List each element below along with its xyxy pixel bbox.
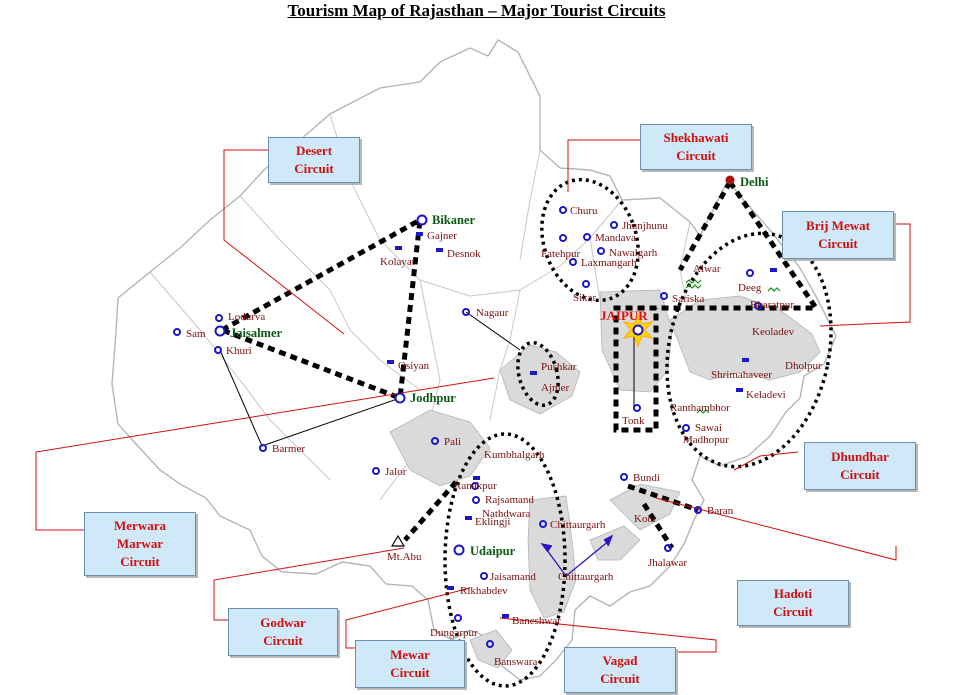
label-mandava: Mandava <box>595 232 636 244</box>
delhi-marker <box>725 175 735 185</box>
desert-circuit-box: Desert Circuit <box>268 137 360 183</box>
label-alwar: Alwar <box>693 263 721 275</box>
jaipur-marker <box>632 324 644 336</box>
label-laxmangarh: Laxmangarh <box>581 257 637 269</box>
label-chittaurgarh-1: Chittaurgarh <box>550 519 606 531</box>
merwara-marwar-circuit-label: Merwara Marwar Circuit <box>114 518 166 569</box>
label-kolayat: Kolayat <box>380 256 415 268</box>
label-osiyan: Osiyan <box>398 360 430 372</box>
merwara-marwar-circuit-box: Merwara Marwar Circuit <box>84 512 196 576</box>
label-gajner: Gajner <box>427 230 457 242</box>
major-city-markers <box>214 214 465 556</box>
label-rajsamand: Rajsamand <box>485 494 534 506</box>
label-sariska: Sariska <box>672 293 705 305</box>
label-jaipur: JAIPUR <box>600 308 648 323</box>
mewar-circuit-box: Mewar Circuit <box>355 640 465 688</box>
label-shrimahaveer: Shrimahaveer <box>711 369 772 381</box>
delhi-jaipur-route <box>677 180 733 272</box>
shekhawati-circuit-box: Shekhawati Circuit <box>640 124 752 170</box>
label-barmer: Barmer <box>272 443 305 455</box>
label-baneshwar: Baneshwar <box>512 615 561 627</box>
dhundhar-circuit-label: Dhundhar Circuit <box>831 449 889 482</box>
label-jodhpur: Jodhpur <box>410 391 456 405</box>
label-madhopur: Madhopur <box>683 434 729 446</box>
label-dungarpur: Dungarpur <box>430 627 478 639</box>
hadoti-circuit-label: Hadoti Circuit <box>773 586 813 619</box>
label-baran: Baran <box>707 505 734 517</box>
label-bikaner: Bikaner <box>432 213 476 227</box>
label-delhi: Delhi <box>740 175 769 189</box>
label-nathdwara: Nathdwara <box>482 508 530 520</box>
godwar-route <box>403 480 458 542</box>
label-kota: Kota <box>634 513 656 525</box>
label-jaisalmer: Jaisalmer <box>230 326 283 340</box>
label-banswara: Banswara <box>494 656 537 668</box>
label-fatehpur: Fatehpur <box>541 248 580 260</box>
label-kumbhalgarh: Kumbhalgarh <box>484 449 545 461</box>
mewar-ellipse <box>443 432 567 688</box>
label-rikhabdev: Rikhabdev <box>460 585 508 597</box>
map-title: Tourism Map of Rajasthan – Major Tourist… <box>287 1 666 20</box>
pushkar-ellipse <box>516 340 560 408</box>
label-jaisamand: Jaisamand <box>490 571 536 583</box>
label-deeg: Deeg <box>738 282 762 294</box>
label-jhalawar: Jhalawar <box>648 557 687 569</box>
desert-route <box>220 215 424 402</box>
label-churu: Churu <box>570 205 598 217</box>
label-jhunjhunu: Jhunjhunu <box>622 220 668 232</box>
label-nawalgarh: Nawalgarh <box>609 247 658 259</box>
label-bharatpur: Bharatpur <box>750 299 794 311</box>
label-pushkar: Pushkar <box>541 361 577 373</box>
label-udaipur: Udaipur <box>470 544 516 558</box>
dhundhar-ellipse <box>665 231 833 469</box>
hadoti-route-2 <box>641 502 675 550</box>
label-pali: Pali <box>444 436 461 448</box>
brij-route <box>613 180 821 433</box>
godwar-circuit-label: Godwar Circuit <box>260 615 306 648</box>
label-ranthambhor: Ranthambhor <box>670 402 730 414</box>
label-mt-abu: Mt.Abu <box>387 551 422 563</box>
label-keladevi: Keladevi <box>746 389 786 401</box>
leader-lines <box>35 139 911 653</box>
label-ajmer: Ajmer <box>541 382 569 394</box>
label-sikar: Sikar <box>573 292 597 304</box>
brij-mewat-circuit-box: Brij Mewat Circuit <box>782 211 894 259</box>
label-khuri: Khuri <box>226 345 252 357</box>
wildlife-icons <box>685 279 781 414</box>
brij-mewat-circuit-label: Brij Mewat Circuit <box>806 218 870 251</box>
circuit-routes <box>220 180 821 550</box>
label-nagaur: Nagaur <box>476 307 509 319</box>
label-dholpur: Dholpur <box>785 360 822 372</box>
temple-icons <box>387 232 777 618</box>
label-chittaurgarh-2: Chittaurgarh <box>558 571 614 583</box>
arrows <box>540 534 614 577</box>
label-jalor: Jalor <box>385 466 407 478</box>
shekhawati-circuit-label: Shekhawati Circuit <box>663 130 729 163</box>
label-tonk: Tonk <box>622 415 645 427</box>
label-sawai: Sawai <box>695 422 722 434</box>
label-desnok: Desnok <box>447 248 481 260</box>
label-bundi: Bundi <box>633 472 660 484</box>
godwar-circuit-box: Godwar Circuit <box>228 608 338 656</box>
vagad-circuit-box: Vagad Circuit <box>564 647 676 693</box>
label-ranakpur: Ranakpur <box>454 480 497 492</box>
label-lodurva: Lodurva <box>228 311 265 323</box>
desert-circuit-label: Desert Circuit <box>294 143 334 176</box>
mewar-circuit-label: Mewar Circuit <box>390 647 430 680</box>
vagad-circuit-label: Vagad Circuit <box>600 653 640 686</box>
label-keoladev: Keoladev <box>752 326 795 338</box>
dhundhar-circuit-box: Dhundhar Circuit <box>804 442 916 490</box>
hadoti-circuit-box: Hadoti Circuit <box>737 580 849 626</box>
mt-abu-icon <box>390 534 406 547</box>
label-sam: Sam <box>186 328 206 340</box>
label-eklingji: Eklingji <box>475 516 510 528</box>
